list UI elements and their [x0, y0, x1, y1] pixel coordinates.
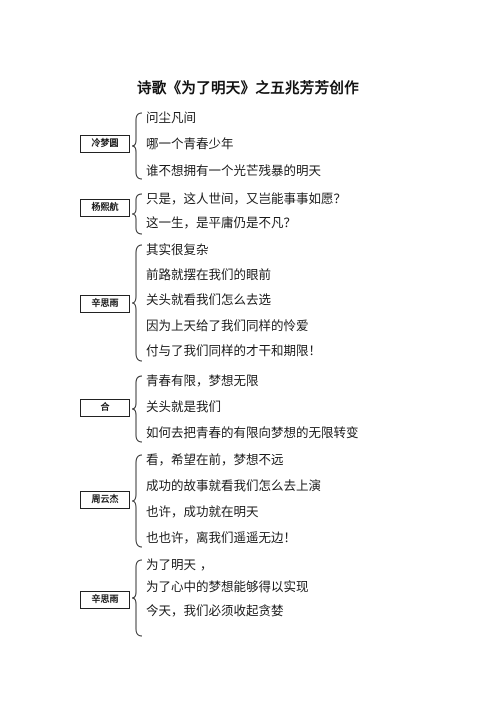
brace-icon	[131, 454, 143, 548]
brace-icon	[131, 112, 143, 180]
brace-icon	[131, 244, 143, 362]
poem-line: 只是，这人世间，又岂能事事如愿？	[146, 191, 347, 206]
poem-line: 关头就是我们	[146, 399, 222, 414]
poem-line: 为了心中的梦想能够得以实现	[146, 579, 309, 594]
poem-line: 如何去把青春的有限向梦想的无限转变	[146, 425, 359, 440]
poem-line: 青春有限，梦想无限	[146, 373, 259, 388]
brace-icon	[131, 193, 143, 235]
poem-line: 今天，我们必须收起贪婪	[146, 603, 284, 618]
poem-line: 因为上天给了我们同样的怜爱	[146, 318, 309, 333]
brace-icon	[131, 375, 143, 443]
poem-line: 这一生，是平庸仍是不凡？	[146, 215, 297, 230]
poem-line: 付与了我们同样的才干和期限！	[146, 343, 322, 358]
speaker-label: 辛思雨	[80, 591, 130, 609]
poem-line: 关头就看我们怎么去选	[146, 292, 272, 307]
page-title: 诗歌《为了明天》之五兆芳芳创作	[137, 81, 359, 97]
poem-line: 也也许，离我们遥遥无边！	[146, 530, 297, 545]
speaker-label: 辛思雨	[80, 295, 130, 313]
speaker-label: 冷梦圆	[80, 135, 130, 153]
poem-line: 问尘凡间	[146, 110, 197, 125]
speaker-label: 周云杰	[80, 491, 130, 509]
speaker-label: 杨熙航	[80, 199, 130, 217]
poem-line: 其实很复杂	[146, 242, 209, 257]
poem-line: 也许，成功就在明天	[146, 504, 259, 519]
poem-line: 成功的故事就看我们怎么去上演	[146, 478, 322, 493]
speaker-label: 合	[80, 399, 130, 417]
poem-line: 为了明天 ，	[146, 557, 213, 572]
poem-line: 看，希望在前，梦想不远	[146, 452, 284, 467]
poem-line: 谁不想拥有一个光芒残暴的明天	[146, 163, 322, 178]
poem-line: 哪一个青春少年	[146, 136, 234, 151]
brace-icon	[131, 559, 143, 637]
poem-line: 前路就摆在我们的眼前	[146, 267, 272, 282]
